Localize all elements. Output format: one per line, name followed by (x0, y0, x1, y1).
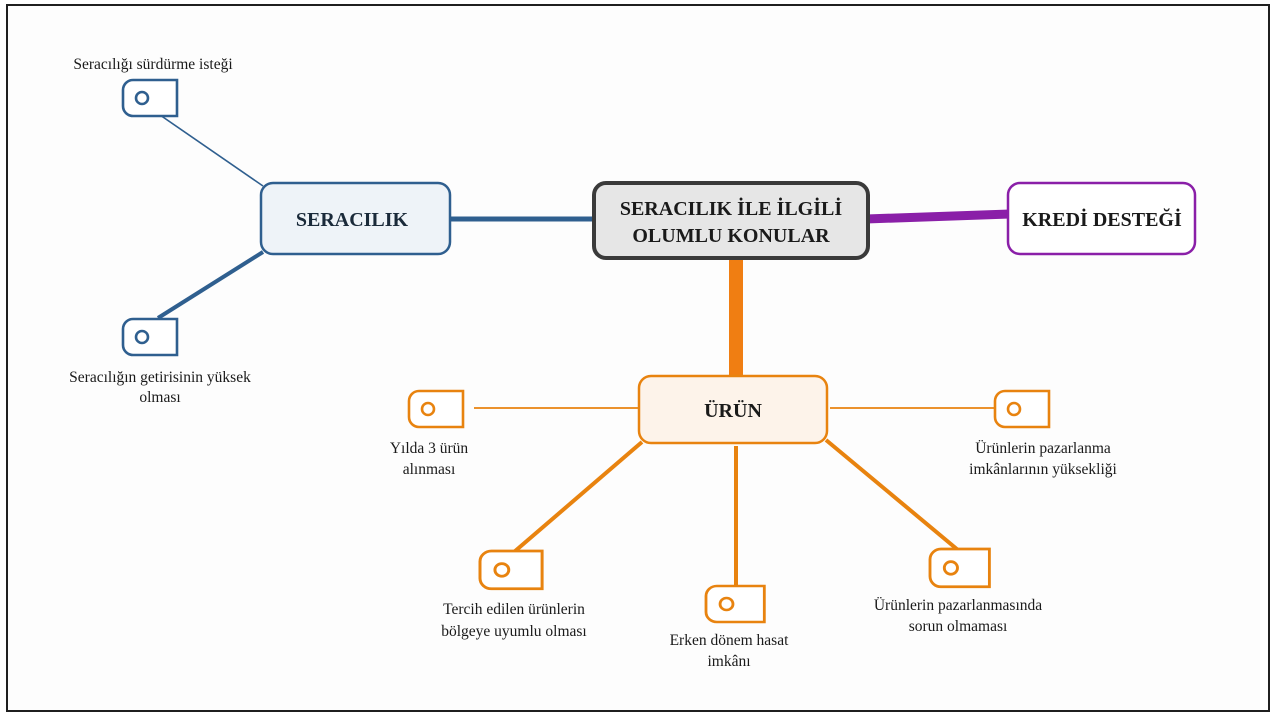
center-title-line-2: OLUMLU KONULAR (632, 225, 830, 247)
urun-leaf-2-line-1: Ürünlerin pazarlanma (975, 440, 1111, 457)
urun-leaf-1-line-1: Yılda 3 ürün (390, 440, 469, 457)
connector-seracilik-leaf-1 (159, 114, 264, 187)
connector-urun-leaf-3 (512, 440, 644, 554)
urun-leaf-2[interactable]: Ürünlerin pazarlanma imkânlarının yüksek… (969, 389, 1118, 478)
seracilik-leaf-2[interactable]: Seracılığın getirisinin yüksek olması (69, 317, 251, 406)
diagram-frame (6, 4, 1270, 712)
seracilik-leaf-1-line-1: Seracılığı sürdürme isteği (73, 56, 233, 73)
urun-leaf-4[interactable]: Erken dönem hasat imkânı (670, 584, 789, 670)
urun-leaf-3[interactable]: Tercih edilen ürünlerin bölgeye uyumlu o… (441, 549, 587, 640)
urun-leaf-3-line-1: Tercih edilen ürünlerin (443, 601, 585, 618)
branch-seracilik[interactable]: SERACILIK (259, 181, 452, 256)
connector-urun-leaf-5 (824, 438, 960, 552)
urun-leaf-5-line-2: sorun olmaması (909, 618, 1008, 635)
connectors (156, 114, 1011, 586)
urun-leaf-3-line-2: bölgeye uyumlu olması (441, 623, 587, 640)
center-node[interactable]: SERACILIK İLE İLGİLİ OLUMLU KONULAR (592, 181, 870, 260)
seracilik-leaf-2-line-1: Seracılığın getirisinin yüksek (69, 369, 251, 386)
urun-leaf-4-line-2: imkânı (707, 653, 751, 670)
seracilik-leaf-1[interactable]: Seracılığı sürdürme isteği (73, 56, 233, 118)
topic-tab-icon (928, 547, 991, 589)
urun-leaf-5-line-1: Ürünlerin pazarlanmasında (874, 597, 1042, 614)
topic-tab-icon (121, 78, 179, 118)
branch-kredi[interactable]: KREDİ DESTEĞİ (1006, 181, 1197, 256)
topic-tab-icon (478, 549, 544, 591)
connector-seracilik-leaf-2 (156, 250, 265, 320)
topic-tab-icon (993, 389, 1051, 429)
seracilik-leaf-2-line-2: olması (139, 389, 181, 406)
branch-urun[interactable]: ÜRÜN (637, 374, 829, 445)
center-title-line-1: SERACILIK İLE İLGİLİ (620, 196, 843, 220)
branch-urun-label: ÜRÜN (704, 399, 762, 422)
urun-leaf-2-line-2: imkânlarının yüksekliği (969, 461, 1117, 478)
connector-center-kredi (865, 209, 1011, 224)
urun-leaf-4-line-1: Erken dönem hasat (670, 632, 789, 649)
urun-leaf-1[interactable]: Yılda 3 ürün alınması (390, 389, 469, 478)
topic-tab-icon (407, 389, 465, 429)
topic-tab-icon (704, 584, 766, 624)
urun-leaf-5[interactable]: Ürünlerin pazarlanmasında sorun olmaması (874, 547, 1042, 635)
branch-kredi-label: KREDİ DESTEĞİ (1022, 207, 1182, 231)
urun-leaf-1-line-2: alınması (403, 461, 456, 478)
topic-tab-icon (121, 317, 179, 357)
branch-seracilik-label: SERACILIK (296, 209, 409, 231)
